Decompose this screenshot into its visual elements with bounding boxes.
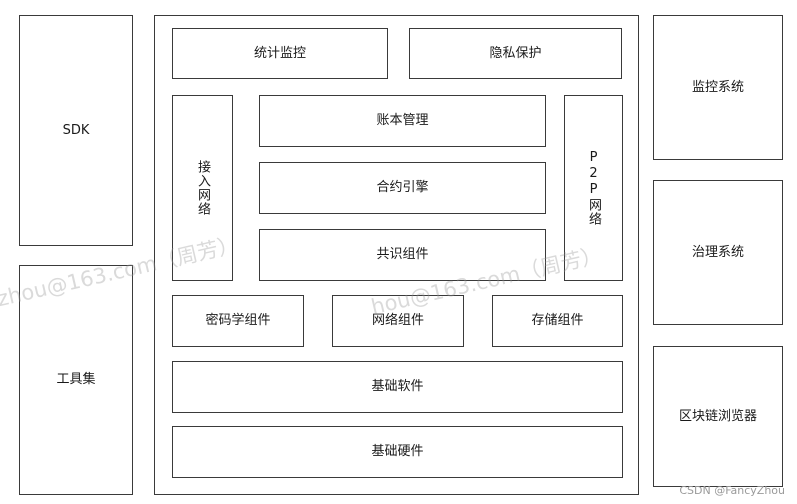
consensus-component-label: 共识组件 (376, 247, 429, 263)
network-component-box: 网络组件 (332, 295, 464, 347)
sdk-box: SDK (19, 15, 133, 246)
p2p-network-box: P2P网络 (564, 95, 623, 281)
credit-text: CSDN @FancyZhou (679, 484, 785, 497)
monitoring-system-label: 监控系统 (691, 79, 744, 95)
contract-engine-label: 合约引擎 (376, 180, 429, 196)
contract-engine-box: 合约引擎 (259, 162, 546, 214)
storage-component-box: 存储组件 (492, 295, 623, 347)
base-software-box: 基础软件 (172, 361, 623, 413)
stats-monitoring-box: 统计监控 (172, 28, 388, 79)
network-component-label: 网络组件 (371, 313, 424, 329)
privacy-protection-box: 隐私保护 (409, 28, 622, 79)
crypto-component-box: 密码学组件 (172, 295, 304, 347)
toolset-label: 工具集 (56, 372, 96, 388)
toolset-box: 工具集 (19, 265, 133, 495)
base-software-label: 基础软件 (371, 379, 424, 395)
governance-system-box: 治理系统 (653, 180, 783, 325)
governance-system-label: 治理系统 (691, 244, 744, 260)
p2p-network-label: P2P网络 (586, 150, 601, 226)
ledger-management-label: 账本管理 (376, 113, 429, 129)
sdk-label: SDK (62, 122, 90, 138)
core-platform-frame (154, 15, 639, 495)
monitoring-system-box: 监控系统 (653, 15, 783, 160)
privacy-protection-label: 隐私保护 (489, 45, 542, 61)
access-network-label: 接入网络 (195, 160, 210, 216)
storage-component-label: 存储组件 (531, 313, 584, 329)
ledger-management-box: 账本管理 (259, 95, 546, 147)
crypto-component-label: 密码学组件 (205, 313, 271, 329)
blockchain-browser-label: 区块链浏览器 (678, 408, 757, 424)
base-hardware-box: 基础硬件 (172, 426, 623, 478)
base-hardware-label: 基础硬件 (371, 444, 424, 460)
stats-monitoring-label: 统计监控 (253, 45, 306, 61)
access-network-box: 接入网络 (172, 95, 233, 281)
blockchain-browser-box: 区块链浏览器 (653, 346, 783, 487)
consensus-component-box: 共识组件 (259, 229, 546, 281)
